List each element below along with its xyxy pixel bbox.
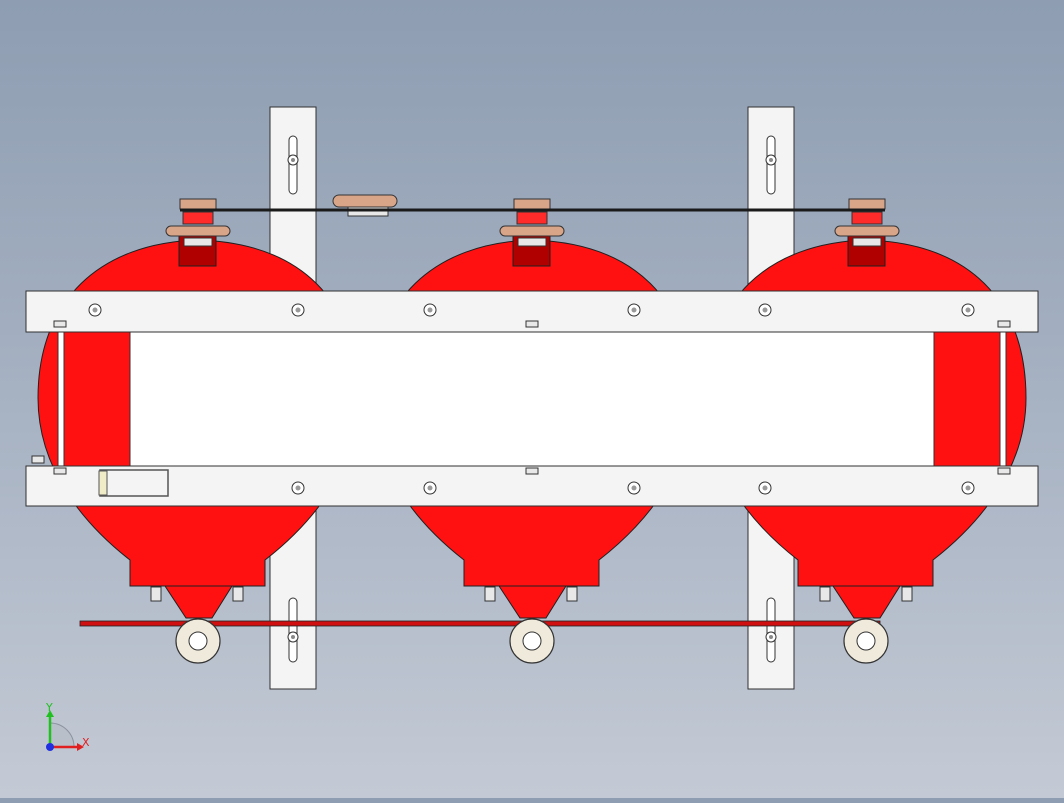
valve-fitting-1 bbox=[165, 198, 231, 247]
valve-fitting-3 bbox=[834, 198, 900, 247]
wheel-1[interactable] bbox=[175, 618, 221, 664]
triad-label-x: X bbox=[82, 736, 90, 749]
valve-fitting-2 bbox=[499, 198, 565, 247]
rail-nuts bbox=[31, 320, 1011, 475]
rail-clip-end bbox=[98, 470, 108, 496]
pipe-coupling bbox=[332, 194, 398, 217]
tie-rod-left bbox=[57, 325, 65, 473]
tie-rod-right bbox=[999, 325, 1007, 473]
mounting-panel bbox=[129, 331, 935, 467]
coordinate-triad: X Y bbox=[45, 701, 90, 751]
wheel-3[interactable] bbox=[843, 618, 889, 664]
base-bolts bbox=[150, 586, 913, 602]
triad-label-y: Y bbox=[45, 701, 53, 714]
wheel-2[interactable] bbox=[509, 618, 555, 664]
triad-z-axis bbox=[46, 743, 54, 751]
